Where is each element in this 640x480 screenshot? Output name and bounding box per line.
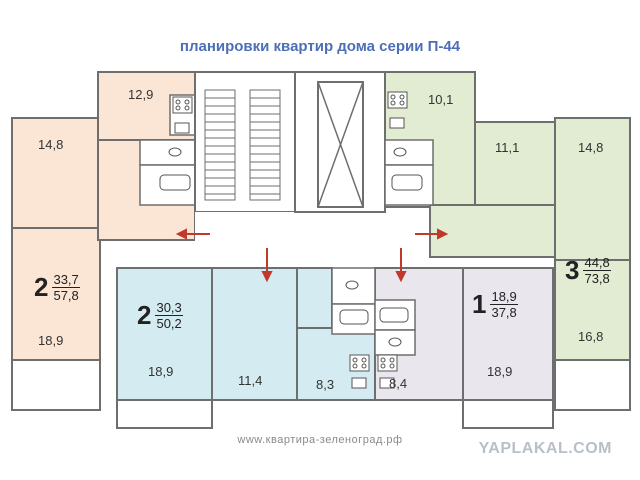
area-right-room-bottom: 16,8 <box>578 329 604 344</box>
area-left-kitchen: 12,9 <box>128 87 154 102</box>
area-right-room-top: 14,8 <box>578 140 604 155</box>
room-count: 1 <box>472 289 487 319</box>
source-footer: www.квартира-зеленоград.рф <box>237 434 403 446</box>
total-area: 50,2 <box>156 316 182 331</box>
area-center-left-room: 18,9 <box>148 364 174 379</box>
center-right-balcony <box>462 399 554 429</box>
area-right-room-mid: 11,1 <box>495 140 520 155</box>
living-area: 33,7 <box>52 272 80 288</box>
room-count: 3 <box>565 255 580 285</box>
right-fixtures <box>387 91 423 191</box>
left-fixtures <box>159 96 193 191</box>
total-area: 73,8 <box>584 271 610 286</box>
center-left-balcony <box>116 399 213 429</box>
central-corridor <box>195 212 385 267</box>
area-center-kitchen-a: 8,3 <box>316 377 335 392</box>
right-balcony <box>554 359 631 411</box>
area-center-left-small: 11,4 <box>238 373 263 388</box>
stairwell <box>194 71 296 213</box>
area-center-kitchen-b: 8,4 <box>389 376 408 391</box>
area-left-room-bottom: 18,9 <box>38 333 64 348</box>
plan-title: планировки квартир дома серии П-44 <box>179 38 461 55</box>
center-fixtures <box>339 280 409 389</box>
living-area: 18,9 <box>490 289 518 305</box>
area-center-right-room: 18,9 <box>487 364 513 379</box>
elevator-shaft <box>294 71 386 213</box>
room-count: 2 <box>137 300 152 330</box>
area-right-kitchen: 10,1 <box>428 92 454 107</box>
total-area: 37,8 <box>491 305 517 320</box>
apartment-left <box>11 71 196 361</box>
room-count: 2 <box>34 272 49 302</box>
living-area: 30,3 <box>155 300 183 316</box>
total-area: 57,8 <box>53 288 79 303</box>
living-area: 44,8 <box>583 255 611 271</box>
site-watermark: YAPLAKAL.COM <box>478 440 612 457</box>
area-left-room-top: 14,8 <box>38 137 64 152</box>
right-bathroom <box>384 139 434 206</box>
left-balcony <box>11 359 101 411</box>
entrance-arrows <box>175 228 449 283</box>
